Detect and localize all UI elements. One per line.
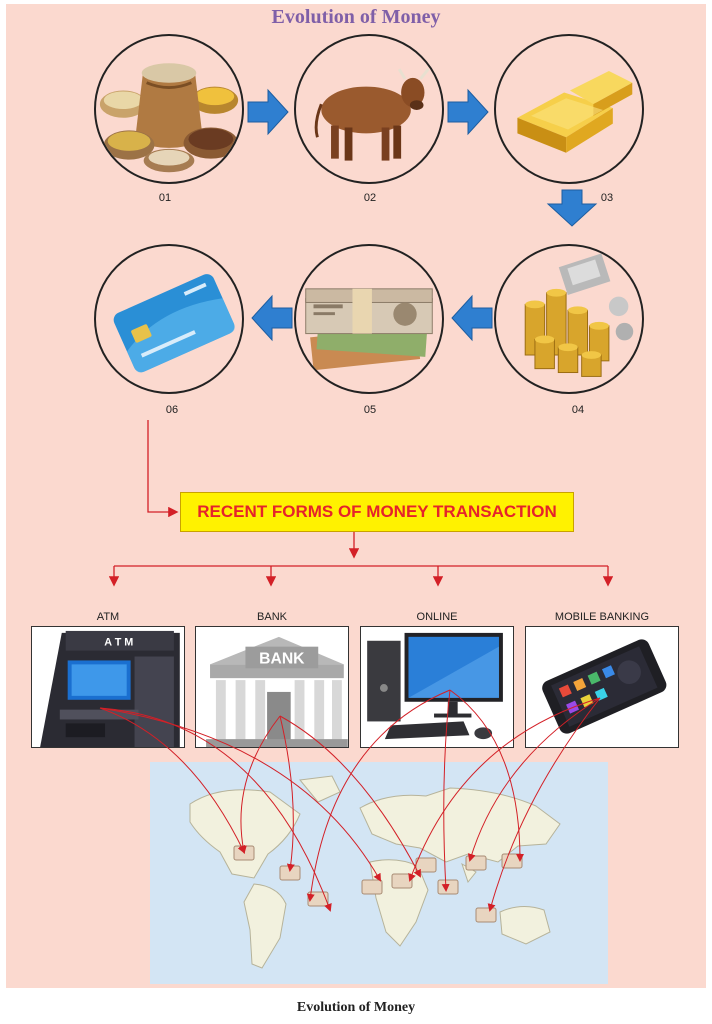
stage-04-number: 04 bbox=[571, 404, 585, 416]
stage-01-number: 01 bbox=[158, 192, 172, 204]
stage-06-circle bbox=[94, 244, 244, 394]
smartphone-icon bbox=[526, 627, 678, 747]
stage-03-number: 03 bbox=[600, 192, 614, 204]
coins-icon bbox=[524, 253, 634, 377]
channel-box-bank: BANK bbox=[195, 626, 349, 748]
stage-06-number: 06 bbox=[165, 404, 179, 416]
channel-label-online: ONLINE bbox=[416, 611, 458, 623]
stage-02-number: 02 bbox=[363, 192, 377, 204]
desktop-computer-icon bbox=[361, 627, 513, 747]
channel-box-atm: A T M bbox=[31, 626, 185, 748]
gold-bars-icon bbox=[517, 71, 633, 153]
stage-04-circle bbox=[494, 244, 644, 394]
channel-label-mobile-banking: MOBILE BANKING bbox=[554, 611, 650, 623]
recent-forms-label: RECENT FORMS OF MONEY TRANSACTION bbox=[180, 492, 574, 532]
stage-02-circle bbox=[294, 34, 444, 184]
channel-label-bank: BANK bbox=[257, 611, 287, 623]
atm-screen-text: A T M bbox=[104, 637, 133, 649]
channel-box-mobile-banking bbox=[525, 626, 679, 748]
world-map bbox=[150, 762, 608, 984]
stage-01-circle bbox=[94, 34, 244, 184]
cow-icon bbox=[314, 68, 430, 161]
figure-caption: Evolution of Money bbox=[296, 1000, 416, 1015]
credit-card-icon bbox=[113, 274, 235, 373]
atm-machine-icon: A T M bbox=[32, 627, 184, 747]
bank-sign-text: BANK bbox=[259, 650, 305, 667]
stage-05-number: 05 bbox=[363, 404, 377, 416]
stage-05-circle bbox=[294, 244, 444, 394]
channel-box-online bbox=[360, 626, 514, 748]
bank-building-icon: BANK bbox=[196, 627, 348, 747]
banknotes-icon bbox=[305, 288, 433, 371]
channel-label-atm: ATM bbox=[96, 611, 120, 623]
stage-03-circle bbox=[494, 34, 644, 184]
world-map-icon bbox=[150, 762, 608, 984]
grain-sack-icon bbox=[99, 63, 239, 173]
diagram-title: Evolution of Money bbox=[271, 6, 441, 28]
